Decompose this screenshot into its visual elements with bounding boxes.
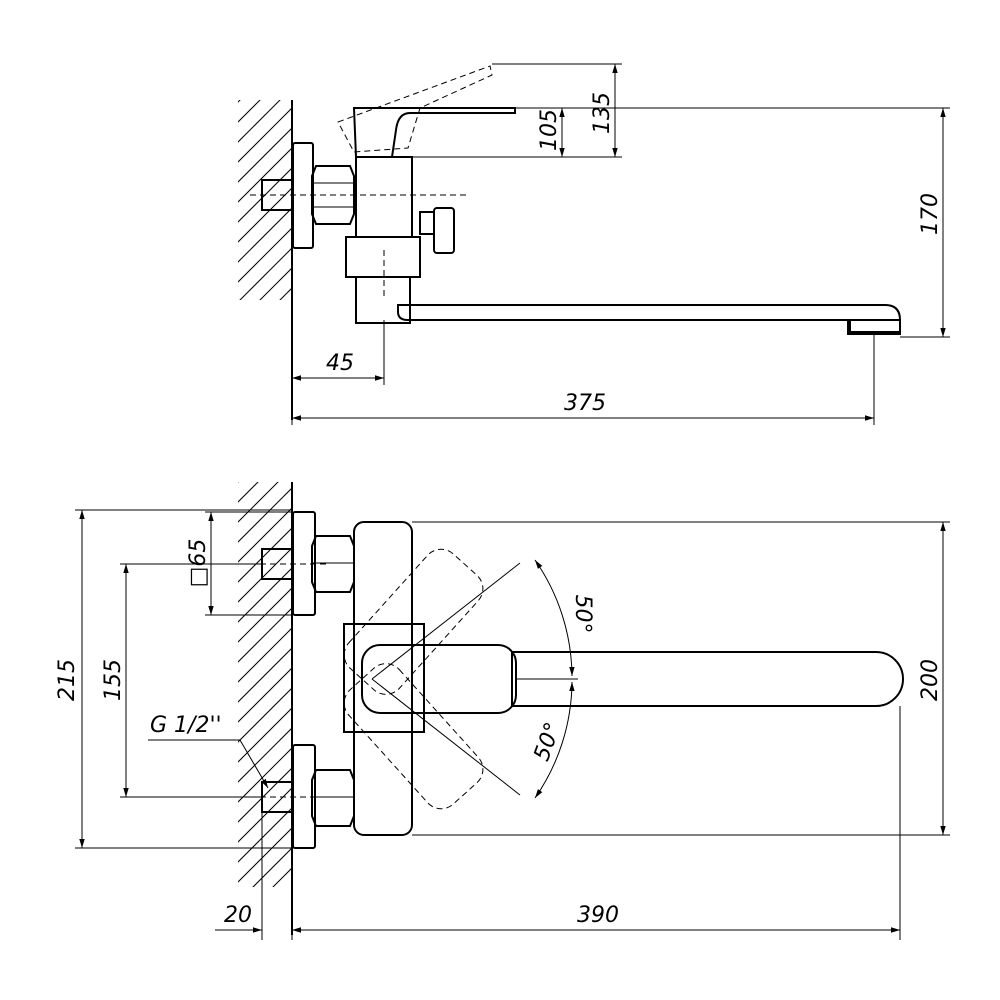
spout-front bbox=[511, 651, 904, 707]
angle-lower: 50° bbox=[529, 719, 566, 764]
dim-200: 200 bbox=[918, 659, 943, 701]
dim-135: 135 bbox=[590, 92, 615, 134]
dim-170: 170 bbox=[918, 193, 943, 235]
side-view: 135 105 170 45 375 bbox=[238, 63, 950, 425]
dim-45: 45 bbox=[326, 351, 354, 376]
hex-nut-top bbox=[311, 165, 355, 225]
pipe-stub-lower bbox=[261, 781, 293, 813]
hex-nut-lower bbox=[311, 769, 355, 827]
dim-105: 105 bbox=[537, 109, 562, 151]
hex-nut-upper bbox=[311, 535, 355, 593]
pipe-stub-top bbox=[261, 179, 293, 211]
handle-rotated-up bbox=[343, 548, 484, 695]
thread-label: G 1/2'' bbox=[150, 713, 222, 738]
mixer-body-side bbox=[355, 156, 413, 238]
handle-front bbox=[361, 644, 517, 714]
angle-arc-upper bbox=[534, 559, 575, 677]
wall-hatching-top bbox=[238, 100, 292, 300]
front-view: 50° 50° 215 155 □65 G 1/2'' 200 bbox=[55, 482, 950, 940]
dim-390: 390 bbox=[577, 903, 619, 928]
dim-20: 20 bbox=[224, 903, 252, 928]
dim-215: 215 bbox=[55, 659, 80, 701]
spout-side bbox=[397, 304, 901, 333]
handle-side bbox=[352, 107, 516, 158]
handle-rotated-down bbox=[343, 663, 484, 810]
diverter-knob bbox=[419, 211, 435, 235]
angle-arc-lower bbox=[534, 681, 575, 799]
wall-hatching-bottom bbox=[238, 482, 292, 887]
dim-155: 155 bbox=[101, 659, 126, 701]
dim-375: 375 bbox=[564, 391, 606, 416]
angle-upper: 50° bbox=[570, 595, 595, 634]
dim-square-65: □65 bbox=[186, 539, 211, 588]
handle-raised-position bbox=[337, 65, 493, 153]
mixer-body-front bbox=[353, 521, 413, 836]
